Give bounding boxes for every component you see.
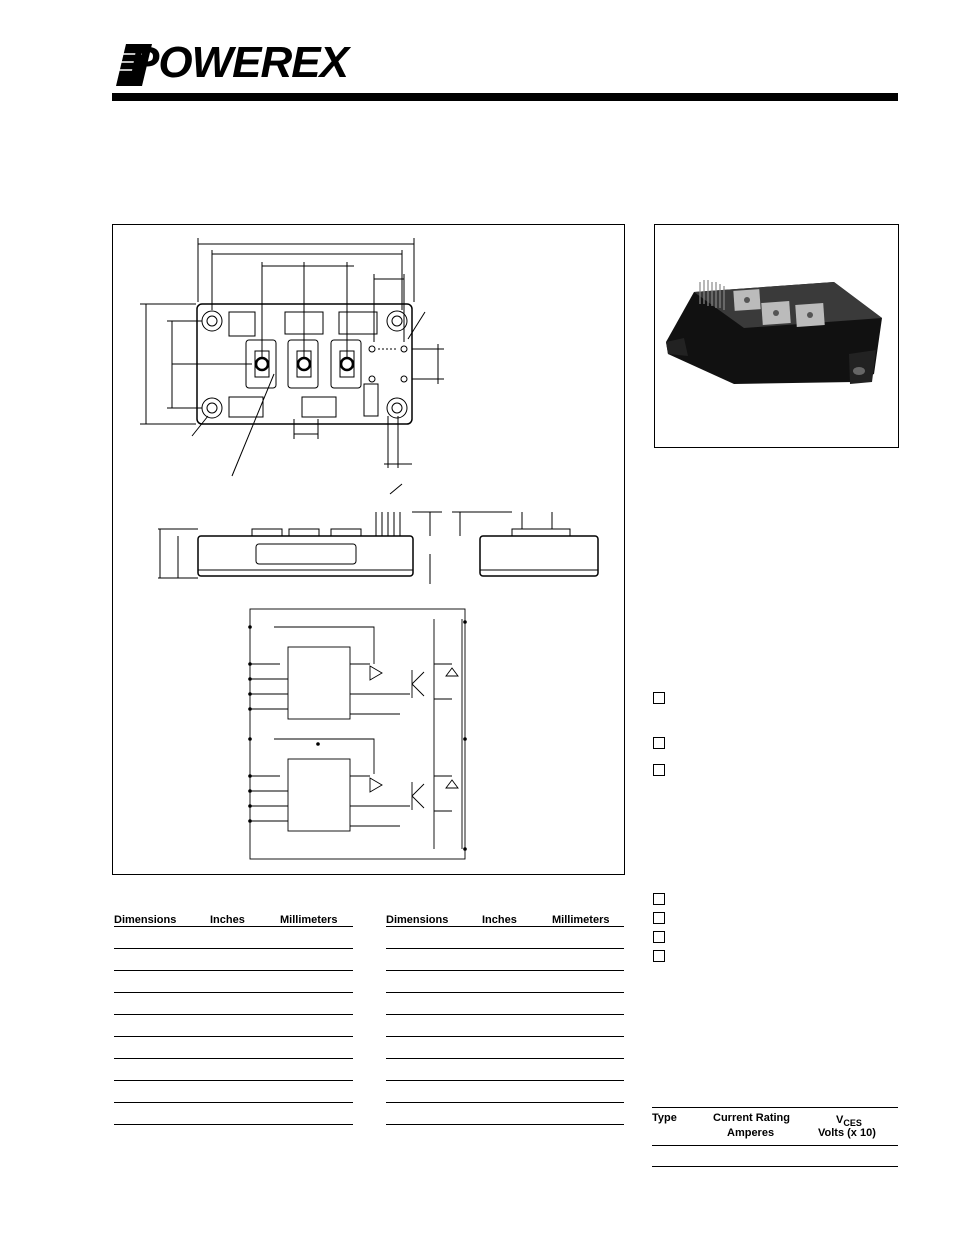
application-checkbox [653, 931, 665, 943]
col-type: Type [652, 1112, 677, 1124]
table-row [114, 948, 353, 971]
col-inches: Inches [482, 907, 552, 927]
ordering-table: Type Current Rating Amperes VCES Volts (… [652, 1107, 898, 1167]
table-header-row: Dimensions Inches Millimeters [114, 907, 353, 927]
module-photo [666, 280, 882, 384]
feature-checkbox [653, 737, 665, 749]
logo-wordmark: POWEREX [130, 38, 349, 87]
table-row [114, 992, 353, 1015]
table-row [114, 1036, 353, 1059]
col-vces: VCES [836, 1114, 862, 1129]
table-row [386, 948, 624, 971]
col-dimensions: Dimensions [386, 907, 482, 927]
outline-drawing [140, 238, 599, 860]
table-row [386, 1102, 624, 1125]
dimensions-table-right: Dimensions Inches Millimeters [386, 907, 624, 1125]
application-checkbox [653, 912, 665, 924]
col-current-rating: Current Rating [713, 1112, 790, 1124]
application-checkbox [653, 893, 665, 905]
table-row [386, 1080, 624, 1103]
table-row [114, 1014, 353, 1037]
col-millimeters: Millimeters [552, 907, 624, 927]
application-checkbox [653, 950, 665, 962]
table-row [386, 970, 624, 993]
table-row [114, 1102, 353, 1125]
circuit-schematic [249, 608, 466, 860]
table-row [386, 1058, 624, 1081]
table-header-row: Dimensions Inches Millimeters [386, 907, 624, 927]
feature-checkbox [653, 692, 665, 704]
dimensions-table-left: Dimensions Inches Millimeters [114, 907, 353, 1125]
table-row [114, 926, 353, 949]
table-row [386, 1014, 624, 1037]
col-current-units: Amperes [727, 1127, 775, 1139]
col-inches: Inches [210, 907, 280, 927]
powerex-logo: POWEREX [112, 38, 352, 90]
table-row [386, 926, 624, 949]
feature-checkbox [653, 764, 665, 776]
ordering-table-header: Type Current Rating Amperes VCES Volts (… [652, 1107, 898, 1146]
table-row [114, 1080, 353, 1103]
col-dimensions: Dimensions [114, 907, 210, 927]
outline-drawing-frame [112, 224, 625, 875]
table-row [386, 992, 624, 1015]
table-row [386, 1036, 624, 1059]
col-vces-units: Volts (x 10) [818, 1127, 876, 1139]
logo-mark-icon [114, 44, 152, 86]
product-photo-frame [654, 224, 899, 448]
table-row [114, 970, 353, 993]
header-rule [112, 93, 898, 101]
table-row [114, 1058, 353, 1081]
col-millimeters: Millimeters [280, 907, 353, 927]
table-row [652, 1146, 898, 1167]
